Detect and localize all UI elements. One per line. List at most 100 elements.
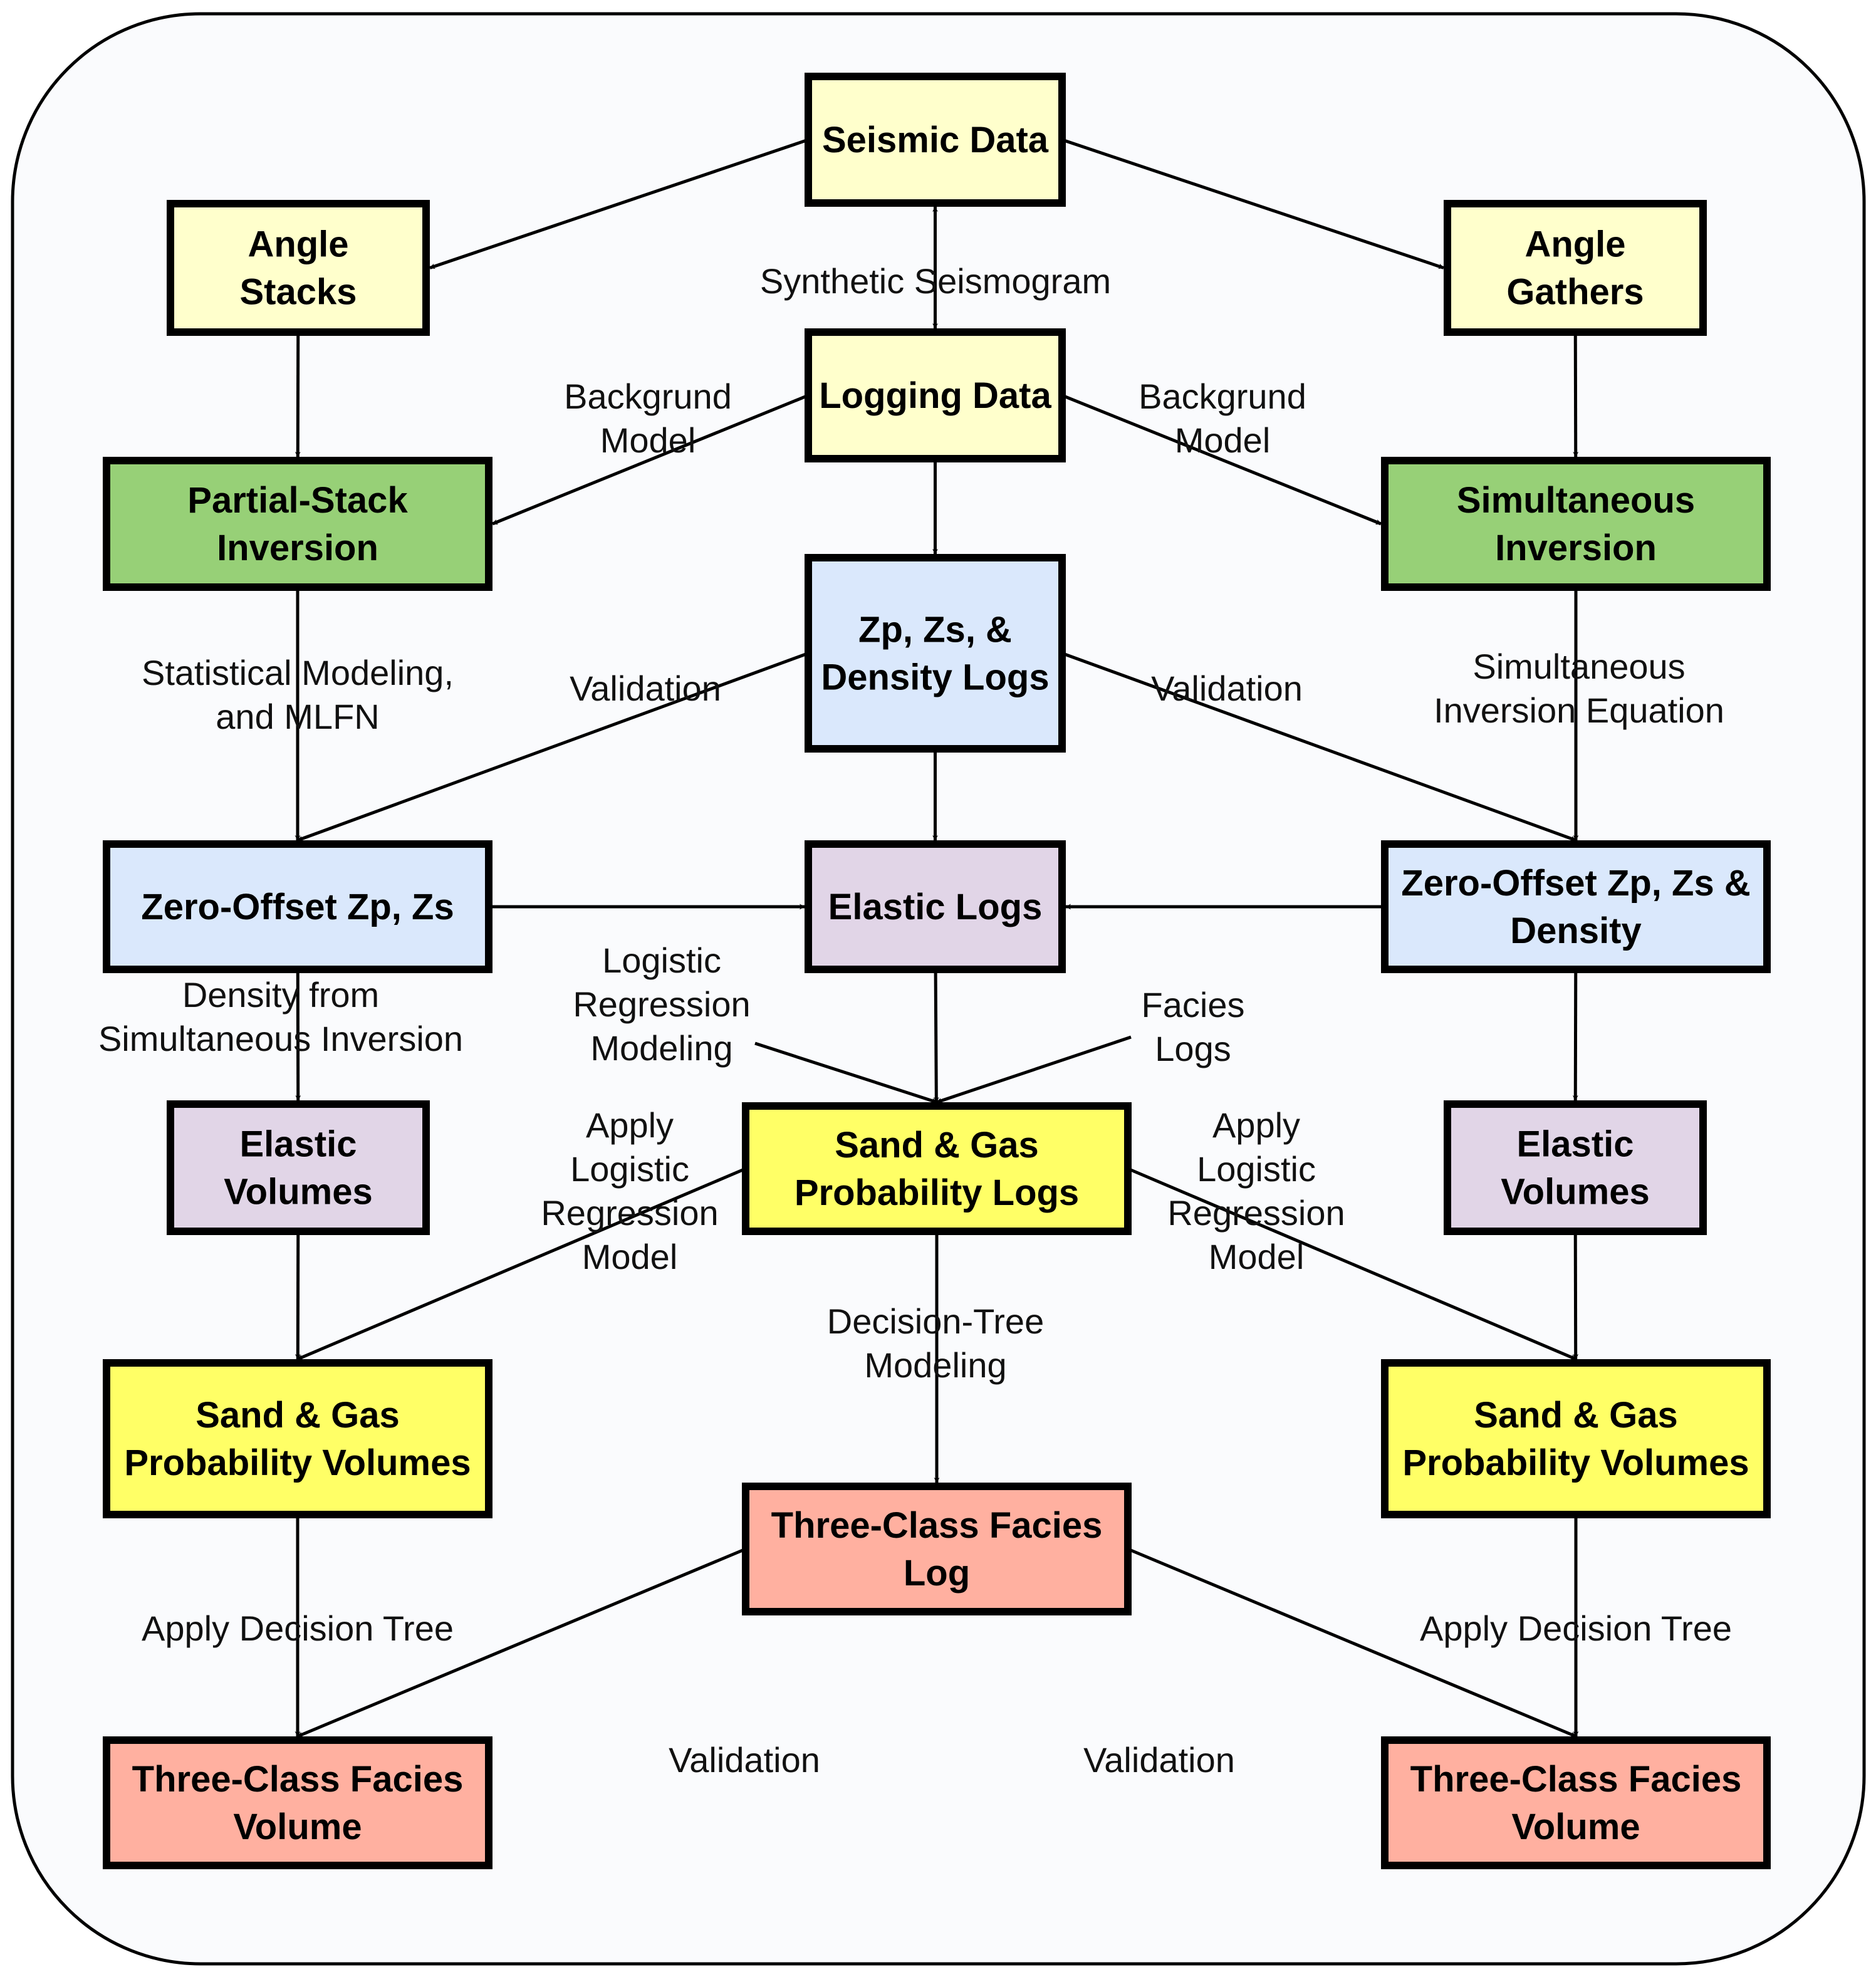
node-label-line: Volume: [233, 1807, 362, 1847]
edge-label-statistical: Statistical Modeling,and MLFN: [142, 653, 454, 736]
edge-density_logs-to-zero_left: [297, 652, 809, 842]
node-label-line: Zp, Zs, &: [858, 610, 1012, 650]
node-box: [1444, 1100, 1707, 1235]
edge-label-line: Regression: [541, 1193, 718, 1233]
node-box: [1444, 200, 1707, 336]
node-label-line: Simultaneous: [1457, 480, 1695, 521]
node-label-line: Elastic: [240, 1124, 357, 1165]
node-label-line: Sand & Gas: [195, 1395, 400, 1436]
edge-sg_logs-to-sg_vol_left: [297, 1167, 746, 1361]
edge-density_logs-to-zero_right: [1061, 652, 1576, 842]
node-label-line: Angle: [1524, 224, 1625, 265]
node-label-line: Partial-Stack: [187, 480, 408, 521]
node-logging: Logging Data: [805, 328, 1066, 462]
edge-label-line: Decision-Tree: [827, 1301, 1044, 1341]
node-box: [742, 1483, 1132, 1615]
edge-label-validation_right: Validation: [1151, 669, 1303, 708]
edge-label-line: Validation: [1151, 669, 1303, 708]
node-box: [1381, 1736, 1771, 1869]
node-label-line: Volume: [1511, 1807, 1640, 1847]
node-label-line: Density: [1510, 910, 1642, 951]
edge-label-line: Regression: [1167, 1193, 1345, 1233]
node-label-line: Logging Data: [819, 375, 1051, 416]
edge-label-line: Apply: [586, 1105, 674, 1145]
node-label-line: Elastic: [1517, 1124, 1634, 1165]
node-label-line: Stacks: [239, 272, 357, 313]
edge-seismic-to-angle_gathers: [1061, 138, 1444, 269]
node-label-line: Density Logs: [821, 657, 1049, 698]
node-label-line: Three-Class Facies: [1410, 1759, 1742, 1800]
edge-label-line: Model: [600, 420, 696, 460]
edge-label-line: and MLFN: [216, 697, 379, 736]
node-label-line: Zero-Offset Zp, Zs: [141, 887, 454, 927]
node-box: [1381, 457, 1771, 591]
node-label: Zero-Offset Zp, Zs &Density: [1401, 863, 1750, 951]
edge-label-line: Backgrund: [1139, 377, 1306, 416]
node-label: Elastic Logs: [828, 887, 1043, 927]
node-label-line: Three-Class Facies: [771, 1505, 1103, 1546]
edge-label-line: Model: [1209, 1237, 1305, 1276]
edge-label-line: Synthetic Seismogram: [760, 261, 1111, 301]
node-zero-right: Zero-Offset Zp, Zs &Density: [1381, 840, 1771, 973]
node-box: [805, 840, 1066, 973]
node-box: [103, 1359, 492, 1518]
node-box: [167, 200, 430, 336]
edge-label-line: Inversion Equation: [1434, 691, 1724, 730]
edge-logging-to-partial_inv: [492, 394, 809, 526]
node-label-line: Volumes: [224, 1172, 372, 1213]
node-box: [103, 1736, 492, 1869]
node-box: [103, 840, 492, 973]
edge-facies_log-to-facies_vol_left: [297, 1547, 746, 1738]
edge-label-line: Apply: [1212, 1105, 1300, 1145]
edge-label-line: Density from: [182, 975, 379, 1015]
node-elastic-logs: Elastic Logs: [805, 840, 1066, 973]
edge-label-line: Logs: [1155, 1029, 1231, 1068]
node-label-line: Log: [904, 1553, 970, 1594]
node-label: Zp, Zs, & Density Logs: [821, 610, 1049, 698]
node-box: [103, 457, 492, 591]
edge-seismic-to-angle_stacks: [429, 138, 809, 269]
edge-label-line: Regression: [573, 984, 750, 1024]
edge-label-line: Validation: [669, 1740, 820, 1780]
edge-elastic_logs-to-sg_logs: [933, 973, 939, 1103]
edge-label-line: Model: [582, 1237, 678, 1276]
edge-facies_label-to-sg_logs: [936, 1035, 1132, 1104]
edge-label-validation_bottom_left: Validation: [669, 1740, 820, 1780]
node-box: [1381, 1359, 1771, 1518]
edge-label-validation_bottom_right: Validation: [1083, 1740, 1235, 1780]
node-label-line: Inversion: [217, 528, 378, 568]
edge-label-line: Apply Decision Tree: [142, 1609, 454, 1648]
node-box: [1381, 840, 1771, 973]
edge-label-synthetic_seismogram: Synthetic Seismogram: [760, 261, 1111, 301]
node-box: [167, 1100, 430, 1235]
node-seismic: Seismic Data: [805, 73, 1066, 207]
edge-label-line: Backgrund: [564, 377, 732, 416]
node-label-line: Sand & Gas: [1474, 1395, 1678, 1436]
node-label-line: Elastic Logs: [828, 887, 1043, 927]
node-label-line: Probability Volumes: [1402, 1442, 1749, 1483]
node-box: [805, 328, 1066, 462]
